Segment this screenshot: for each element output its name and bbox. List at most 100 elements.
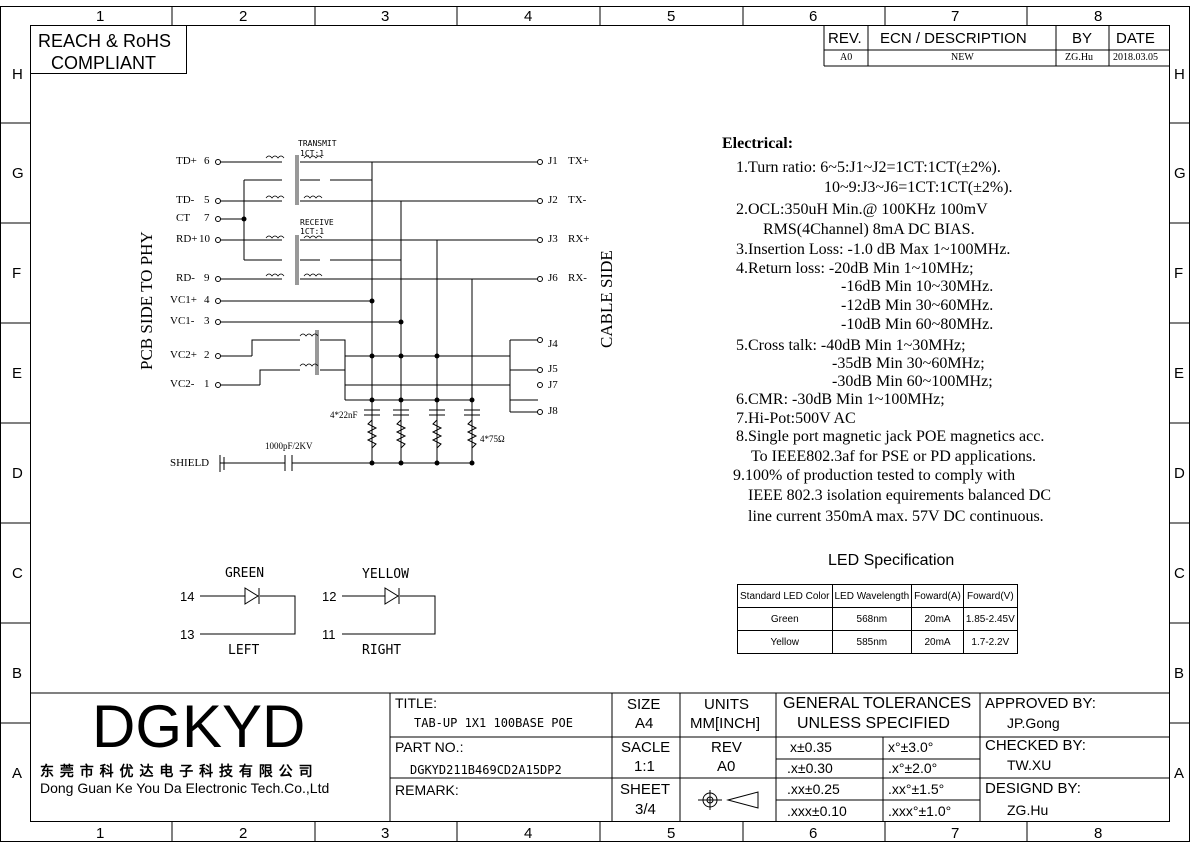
zone-row-a: A (12, 765, 23, 782)
pin-j2-num: J2 (548, 194, 558, 206)
pin-ct-name: CT (176, 212, 191, 224)
pin-td-minus-num: 5 (204, 194, 210, 206)
zone-row-g: G (12, 165, 24, 182)
led-spec-header-row: Standard LED Color LED Wavelength Foward… (737, 584, 1018, 608)
led-right-color: YELLOW (362, 567, 409, 582)
compliance-line-1: REACH & RoHS (38, 31, 172, 51)
projection-symbol (698, 790, 759, 810)
zone-col-3: 3 (381, 8, 390, 25)
pin-j6-num: J6 (548, 272, 558, 284)
electrical-line: -35dB Min 30~60MHz; (832, 355, 985, 372)
led-col-wavelength: LED Wavelength (831, 584, 913, 608)
pin-td-minus-name: TD- (176, 194, 195, 206)
pin-vc1-plus-name: VC1+ (170, 294, 197, 306)
ecn-value: NEW (951, 52, 974, 63)
led-right-pin-a: 12 (322, 589, 337, 604)
designed-label: DESIGND BY: (985, 780, 1081, 797)
pin-td-plus-num: 6 (204, 155, 210, 167)
tolerance-title-1: GENERAL TOLERANCES (783, 695, 972, 712)
table-cell: 20mA (911, 607, 964, 631)
zone-row-f-right: F (1174, 265, 1184, 282)
part-label: PART NO.: (395, 739, 464, 755)
pin-vc2-plus-name: VC2+ (170, 349, 197, 361)
pin-rd-plus-num: 10 (199, 233, 210, 245)
pin-j5-num: J5 (548, 363, 558, 375)
scale-value: 1:1 (634, 758, 655, 775)
pin-rd-minus-num: 9 (204, 272, 210, 284)
electrical-line: line current 350mA max. 57V DC continuou… (748, 508, 1044, 525)
zone-col-2-bottom: 2 (239, 825, 248, 842)
transmit-ratio: 1CT:1 (300, 149, 325, 158)
table-cell: 20mA (911, 630, 964, 654)
company-name-en: Dong Guan Ke You Da Electronic Tech.Co.,… (40, 780, 330, 796)
pin-j2-name: TX- (568, 194, 587, 206)
zone-row-e-right: E (1174, 365, 1185, 382)
pin-vc2-plus-num: 2 (204, 349, 210, 361)
pin-vc1-minus-name: VC1- (170, 315, 195, 327)
table-cell: 585nm (831, 630, 913, 654)
title-value: TAB-UP 1X1 100BASE POE (414, 716, 573, 730)
electrical-line: 4.Return loss: -20dB Min 1~10MHz; (736, 260, 974, 277)
scale-label: SACLE (621, 739, 671, 756)
size-value: A4 (635, 715, 654, 732)
tol-angle-3: .xxx°±1.0° (888, 803, 952, 819)
transmit-label: TRANSMIT (298, 139, 337, 148)
led-left-color: GREEN (225, 566, 265, 581)
rev-value-title: A0 (717, 758, 736, 775)
tol-angle-1: .x°±2.0° (888, 760, 938, 776)
electrical-title: Electrical: (722, 135, 794, 152)
zone-row-e: E (12, 365, 23, 382)
checked-label: CHECKED BY: (985, 737, 1086, 754)
table-row: Yellow 585nm 20mA 1.7-2.2V (737, 630, 1018, 654)
led-spec-table: Standard LED Color LED Wavelength Foward… (737, 584, 1018, 654)
tol-linear-3: .xxx±0.10 (787, 803, 847, 819)
zone-row-d-right: D (1174, 465, 1185, 482)
led-col-color: Standard LED Color (737, 584, 833, 608)
date-header: DATE (1116, 30, 1155, 47)
zone-col-8-bottom: 8 (1094, 825, 1103, 842)
electrical-line: 1.Turn ratio: 6~5:J1~J2=1CT:1CT(±2%). (736, 159, 1001, 176)
sheet-value: 3/4 (635, 801, 656, 818)
zone-col-2: 2 (239, 8, 248, 25)
zone-col-5: 5 (667, 8, 676, 25)
pin-j4-num: J4 (548, 338, 558, 350)
zone-row-c-right: C (1174, 565, 1185, 582)
zone-row-d: D (12, 465, 23, 482)
cap-label: 4*22nF (330, 410, 358, 420)
zone-col-7-bottom: 7 (951, 825, 960, 842)
tol-linear-2: .xx±0.25 (787, 781, 840, 797)
tol-angle-2: .xx°±1.5° (888, 781, 945, 797)
zone-col-6-bottom: 6 (809, 825, 818, 842)
electrical-line: 9.100% of production tested to comply wi… (733, 467, 1016, 484)
pin-j8-num: J8 (548, 405, 558, 417)
tol-linear-1: .x±0.30 (787, 760, 833, 776)
led-right-side: RIGHT (362, 643, 402, 658)
zone-row-g-right: G (1174, 165, 1186, 182)
pin-j1-num: J1 (548, 155, 558, 167)
zone-col-1: 1 (96, 8, 105, 25)
rev-value: A0 (840, 52, 853, 63)
electrical-line: -10dB Min 60~80MHz. (841, 316, 994, 333)
rev-header: REV. (828, 30, 862, 47)
table-cell: Green (737, 607, 833, 631)
zone-row-a-right: A (1174, 765, 1185, 782)
table-cell: Yellow (737, 630, 833, 654)
pin-rd-minus-name: RD- (176, 272, 195, 284)
company-logo: DGKYD (92, 693, 306, 760)
tol-linear-0: x±0.35 (790, 739, 832, 755)
electrical-line: To IEEE802.3af for PSE or PD application… (751, 448, 1037, 465)
res-label: 4*75Ω (480, 434, 505, 444)
zone-col-3-bottom: 3 (381, 825, 390, 842)
electrical-line: RMS(4Channel) 8mA DC BIAS. (763, 221, 975, 238)
led-col-forward-a: Foward(A) (911, 584, 964, 608)
zone-row-h: H (12, 66, 23, 83)
compliance-line-2: COMPLIANT (51, 53, 157, 73)
electrical-line: IEEE 802.3 isolation equirements balance… (748, 487, 1052, 504)
zone-col-8: 8 (1094, 8, 1103, 25)
led-col-forward-v: Foward(V) (962, 584, 1018, 608)
part-value: DGKYD211B469CD2A15DP2 (410, 763, 562, 777)
checked-value: TW.XU (1007, 757, 1052, 773)
zone-col-1-bottom: 1 (96, 825, 105, 842)
remark-label: REMARK: (395, 782, 459, 798)
